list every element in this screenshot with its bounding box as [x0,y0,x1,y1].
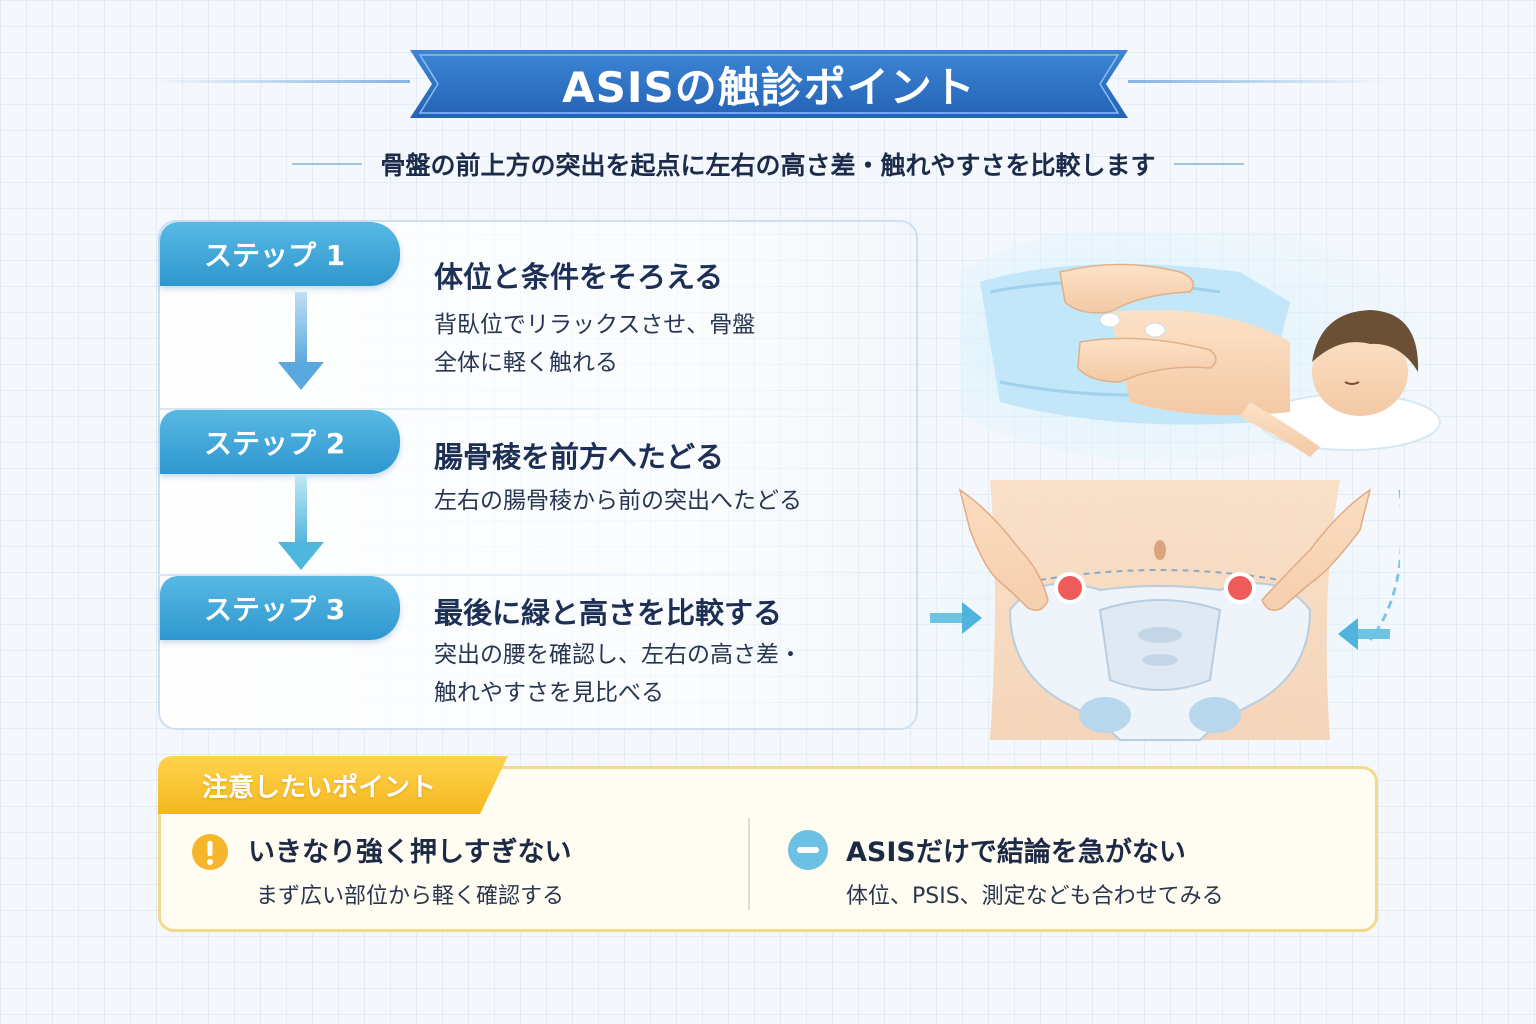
down-arrow-icon [278,292,324,390]
supine-patient-illustration [960,232,1441,462]
step-1-desc-line-2: 全体に軽く触れる [434,350,618,376]
caution-2-title: ASISだけで結論を急がない [846,837,1186,868]
step-3-badge: ステップ 3 [160,576,400,640]
steps-panel [158,220,918,730]
title-ribbon: ASISの触診ポイント [410,46,1128,122]
caution-label: 注意したいポイント [158,756,508,814]
step-2-badge: ステップ 2 [160,410,400,474]
step-1-badge: ステップ 1 [160,222,400,286]
caution-1-title: いきなり強く押しすぎない [248,837,572,868]
page-title: ASISの触診ポイント [562,62,976,112]
step-divider [158,408,918,410]
step-2-desc-line-1: 左右の腸骨稜から前の突出へたどる [434,488,802,514]
asis-marker-right [1224,572,1256,604]
exclamation-icon [192,834,228,870]
subtitle-decor-left [292,163,363,165]
caution-2-text: 体位、PSIS、測定なども合わせてみる [846,884,1224,909]
step-3-desc-line-2: 触れやすさを見比べる [434,680,664,706]
title-decor-line-left [150,80,410,83]
subtitle: 骨盤の前上方の突出を起点に左右の高さ差・触れやすさを比較します [380,151,1156,180]
step-3-title: 最後に緑と高さを比較する [434,596,783,630]
pelvis-palpation-illustration [930,470,1400,746]
title-decor-line-right [1128,80,1388,83]
asis-marker-left [1054,572,1086,604]
subtitle-row: 骨盤の前上方の突出を起点に左右の高さ差・触れやすさを比較します [200,146,1336,182]
step-1-desc-line-1: 背臥位でリラックスさせ、骨盤 [434,312,756,338]
step-1-title: 体位と条件をそろえる [434,260,724,294]
down-arrow-icon [278,476,324,570]
caution-divider [748,818,750,910]
step-2-title: 腸骨稜を前方へたどる [434,440,725,474]
step-3-desc-line-1: 突出の腰を確認し、左右の高さ差・ [434,642,802,668]
minus-circle-icon [788,830,828,870]
caution-1-text: まず広い部位から軽く確認する [256,884,565,909]
step-divider [158,574,918,576]
subtitle-decor-right [1173,163,1244,165]
